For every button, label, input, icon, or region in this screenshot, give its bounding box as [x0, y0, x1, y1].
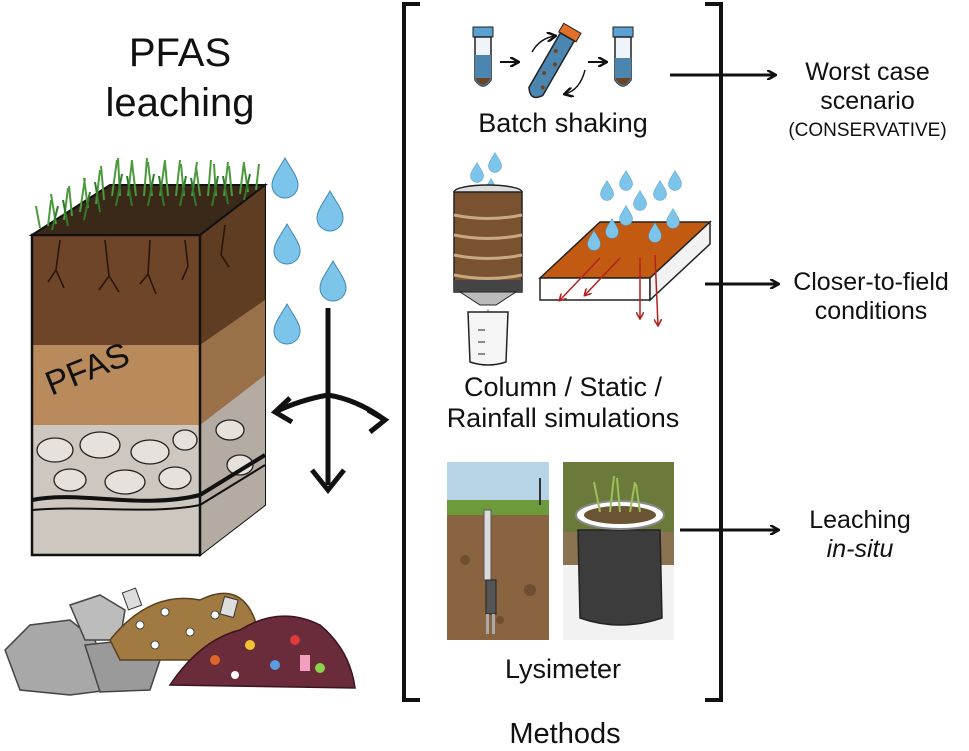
rotation-arrow-icon: [531, 36, 555, 53]
outcome-line-2: conditions: [814, 296, 928, 325]
centrifuge-tube-icon: [472, 26, 494, 87]
water-drop-icon: [653, 180, 667, 201]
water-drop-icon: [271, 157, 299, 199]
method-batch-shaking: Batch shaking: [478, 108, 648, 138]
centrifuge-tube-icon: [612, 26, 634, 87]
lysimeter-photo: [447, 462, 549, 640]
water-drop-icon: [470, 162, 484, 183]
water-drop-icon: [668, 170, 682, 191]
soil-column-icon: [453, 152, 523, 328]
stones: [36, 419, 254, 495]
topsoil-layer: [32, 235, 200, 345]
waste-pile-icon: [4, 587, 356, 696]
outcome-line-2: in-situ: [826, 534, 894, 563]
method-line-1: Column / Static /: [463, 372, 663, 402]
outcome-closer-to-field: Closer-to-field conditions: [780, 268, 962, 326]
outcome-note: (CONSERVATIVE): [788, 119, 947, 141]
rain-drops: [271, 157, 347, 345]
water-drop-icon: [316, 190, 344, 232]
slab-icon: [538, 170, 712, 326]
method-lysimeter: Lysimeter: [504, 654, 622, 684]
panel-caption: Methods: [509, 718, 621, 750]
outcome-line-1: Closer-to-field: [793, 268, 949, 296]
water-drop-icon: [319, 260, 347, 302]
roots: [47, 224, 230, 295]
beaker-icon: [467, 311, 509, 366]
water-drop-icon: [273, 303, 301, 345]
subsoil-layer: [32, 345, 200, 425]
leaching-direction-arrows: [270, 308, 390, 495]
outcome-line-1: Worst case: [805, 58, 930, 86]
outcome-line-2: scenario: [820, 86, 915, 115]
batch-shaking-illustration: [472, 22, 634, 99]
water-drop-icon: [633, 190, 647, 211]
core-photo: [563, 462, 674, 640]
outcome-line-1: Leaching: [809, 506, 911, 534]
soil-top-face: [28, 184, 268, 236]
soil-block: [28, 157, 268, 558]
grass-icon: [35, 157, 260, 231]
rotation-arrow-icon: [565, 69, 586, 94]
water-drop-icon: [666, 208, 680, 229]
title-line-2: leaching: [105, 81, 255, 125]
water-drop-icon: [273, 223, 301, 265]
centrifuge-tube-icon: [528, 22, 582, 99]
methods-panel-frame: [402, 2, 723, 702]
outcome-leaching-in-situ: Leaching in-situ: [780, 506, 940, 564]
water-drop-icon: [488, 152, 502, 173]
diagram-title: PFAS leaching: [70, 30, 290, 126]
method-column-static-rainfall: Column / Static / Rainfall simulations: [410, 372, 716, 434]
water-drop-icon: [619, 205, 633, 226]
method-line-2: Rainfall simulations: [446, 403, 680, 434]
outcome-worst-case: Worst case scenario (CONSERVATIVE): [780, 58, 955, 141]
water-drop-icon: [600, 180, 614, 201]
water-drop-icon: [619, 170, 633, 191]
title-line-1: PFAS: [128, 31, 232, 75]
